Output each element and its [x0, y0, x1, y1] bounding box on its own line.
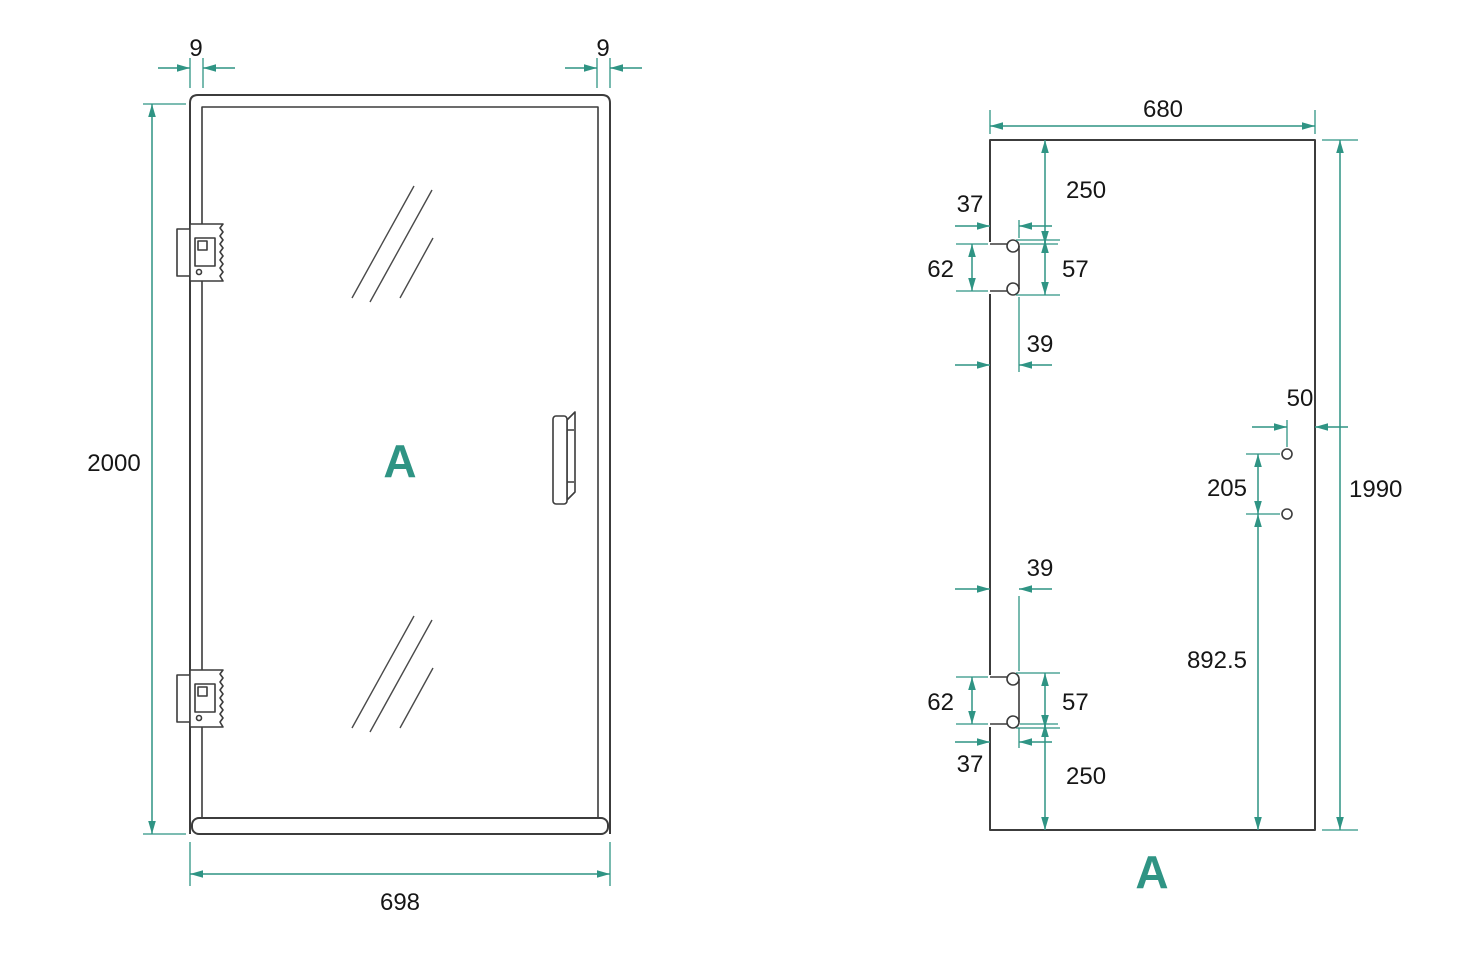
door-hinge-bottom [176, 669, 224, 728]
dim-text-62-top: 62 [927, 256, 954, 283]
dim-text-2000: 2000 [87, 450, 140, 477]
dim-frame-offset-left: 9 [158, 35, 235, 88]
door-elevation-view: A 9 9 2000 698 [87, 35, 642, 916]
panel-label-front: A [383, 435, 416, 487]
dim-bottom-hinge-offset: 39 [955, 555, 1053, 671]
dim-bottom-hinge-depth: 37 [955, 728, 1052, 778]
dim-handle-hole-spacing: 205 [1207, 453, 1280, 515]
dim-text-9-left: 9 [189, 35, 202, 62]
glass-reflection-marks [351, 185, 434, 733]
dim-frame-offset-right: 9 [565, 35, 642, 88]
dim-door-height: 2000 [87, 103, 186, 835]
dim-panel-width: 680 [989, 96, 1316, 134]
dim-top-hinge-slot-height: 62 [927, 243, 988, 292]
dim-top-hinge-depth: 37 [955, 191, 1052, 238]
dim-top-hinge-overall-height: 57 [1016, 239, 1089, 296]
handle-hole-top [1281, 448, 1293, 460]
dim-text-37-top: 37 [957, 191, 984, 218]
hinge-cutout-top [986, 239, 1020, 296]
dim-panel-height: 1990 [1322, 139, 1402, 831]
dim-bottom-hinge-from-bottom: 250 [1020, 723, 1106, 830]
dim-text-57-top: 57 [1062, 256, 1089, 283]
handle-drill-holes [1281, 448, 1293, 520]
panel-label-glass: A [1135, 846, 1168, 898]
dim-door-width: 698 [189, 842, 611, 916]
dim-text-680: 680 [1143, 96, 1183, 123]
dim-handle-hole-to-bottom: 892.5 [1187, 514, 1262, 830]
door-handle [552, 411, 576, 505]
handle-hole-bottom [1281, 508, 1293, 520]
dim-handle-hole-to-edge: 50 [1252, 385, 1348, 447]
dim-text-250-top: 250 [1066, 177, 1106, 204]
dim-text-1990: 1990 [1349, 476, 1402, 503]
dim-bottom-hinge-slot-height: 62 [927, 676, 988, 725]
dim-top-hinge-offset: 39 [955, 297, 1053, 372]
dim-text-39-top: 39 [1027, 331, 1054, 358]
dim-text-62-bottom: 62 [927, 689, 954, 716]
hinge-cutout-bottom [986, 672, 1020, 729]
dim-text-250-bottom: 250 [1066, 763, 1106, 790]
door-bottom-rail [191, 817, 609, 835]
door-hinge-top [176, 223, 224, 282]
dim-text-57-bottom: 57 [1062, 689, 1089, 716]
dim-text-892-5: 892.5 [1187, 647, 1247, 674]
dim-bottom-hinge-overall-height: 57 [1016, 672, 1089, 729]
glass-panel-view: 680 1990 250 37 62 [927, 96, 1402, 898]
dim-text-39-bottom: 39 [1027, 555, 1054, 582]
dim-text-205: 205 [1207, 475, 1247, 502]
dim-top-hinge-from-top: 250 [1020, 140, 1106, 245]
door-frame [189, 94, 611, 835]
dim-text-37-bottom: 37 [957, 751, 984, 778]
dim-text-698: 698 [380, 889, 420, 916]
dim-text-50: 50 [1287, 385, 1314, 412]
dim-text-9-right: 9 [596, 35, 609, 62]
